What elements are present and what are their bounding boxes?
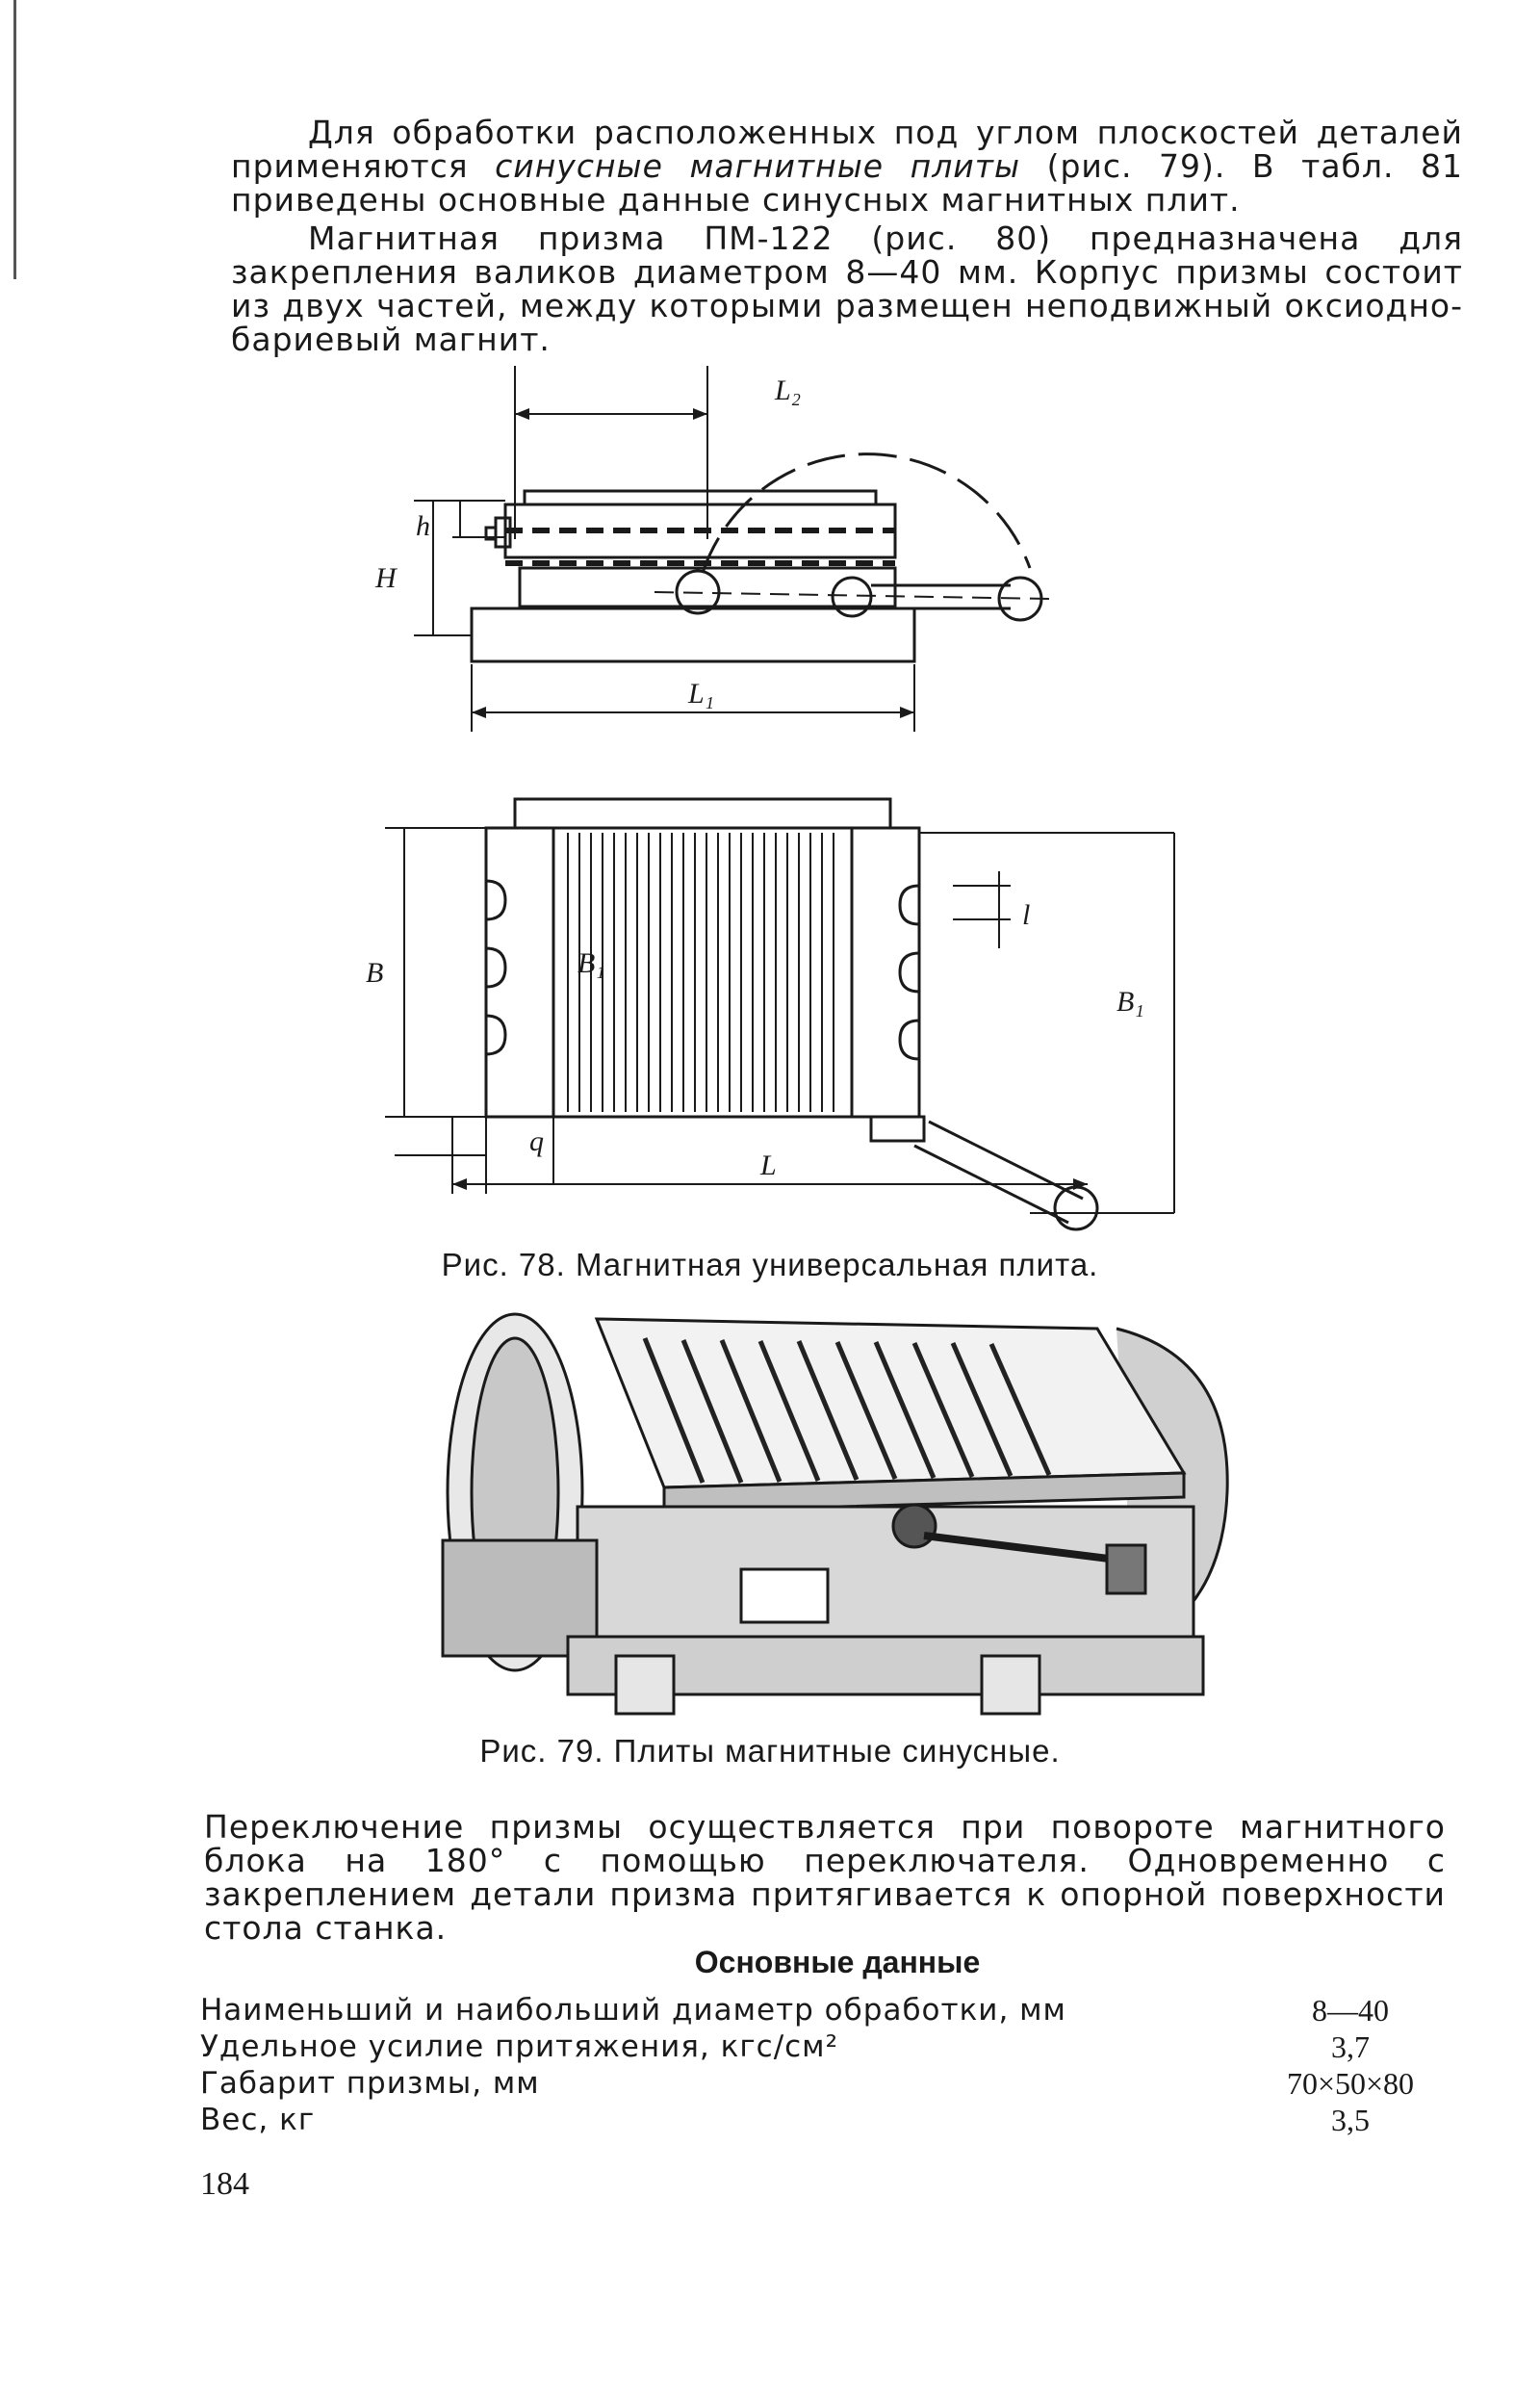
label-H: H: [374, 562, 398, 594]
fig78-plan-view: [385, 797, 1175, 1231]
paragraph-3: Переключение призмы осуществляется при п…: [204, 1810, 1446, 1945]
paragraph-1-italic: синусные магнитные плиты: [495, 147, 1021, 185]
spec-value: 3,5: [1331, 2103, 1370, 2137]
label-h: h: [416, 510, 430, 542]
label-B1-outer: B₁: [1116, 986, 1144, 1018]
spec-value: 8—40: [1312, 1993, 1389, 2028]
figure-79-caption: Рис. 79. Плиты магнитные синусные.: [479, 1733, 1061, 1769]
specs-heading: Основные данные: [694, 1945, 981, 1979]
figure-79-illustration: [424, 1300, 1251, 1723]
label-L1: L₁: [687, 678, 714, 710]
paragraph-1: Для обработки расположенных под углом пл…: [231, 116, 1463, 217]
label-l: l: [1022, 899, 1030, 931]
scan-edge-line: [13, 0, 16, 279]
paragraph-1-text-b: (рис. 79). В табл. 81 приведены основные…: [231, 147, 1463, 219]
spec-row: Вес, кг 3,5: [200, 2103, 1451, 2141]
figure-78-drawing: L₂ L₁ h H B B₁ B₁ l q L: [337, 347, 1396, 1232]
label-q: q: [529, 1125, 544, 1157]
label-B: B: [366, 957, 383, 989]
paragraph-3-text: Переключение призмы осуществляется при п…: [204, 1808, 1446, 1947]
spec-row: Габарит призмы, мм 70×50×80: [200, 2066, 1451, 2105]
spec-value: 70×50×80: [1286, 2066, 1415, 2101]
paragraph-1-text-a: Для обработки расположенных под углом пл…: [231, 114, 1463, 185]
spec-label: Вес, кг: [200, 2103, 316, 2137]
figure-78-caption: Рис. 78. Магнитная универсальная плита.: [441, 1247, 1099, 1282]
paragraph-2: Магнитная призма ПМ-122 (рис. 80) предна…: [231, 221, 1463, 356]
spec-label: Габарит призмы, мм: [200, 2066, 540, 2101]
spec-value: 3,7: [1331, 2029, 1370, 2064]
fig78-side-view: [414, 366, 1050, 732]
spec-label: Наименьший и наибольший диаметр обработк…: [200, 1993, 1066, 2028]
spec-row: Удельное усилие притяжения, кгс/см² 3,7: [200, 2029, 1451, 2068]
label-L: L: [759, 1150, 777, 1181]
page-number: 184: [200, 2166, 249, 2202]
label-B1-inner: B₁: [578, 947, 605, 979]
spec-label: Удельное усилие притяжения, кгс/см²: [200, 2029, 838, 2064]
spec-row: Наименьший и наибольший диаметр обработк…: [200, 1993, 1451, 2031]
paragraph-2-text: Магнитная призма ПМ-122 (рис. 80) предна…: [231, 220, 1463, 358]
label-L2: L₂: [774, 375, 801, 406]
